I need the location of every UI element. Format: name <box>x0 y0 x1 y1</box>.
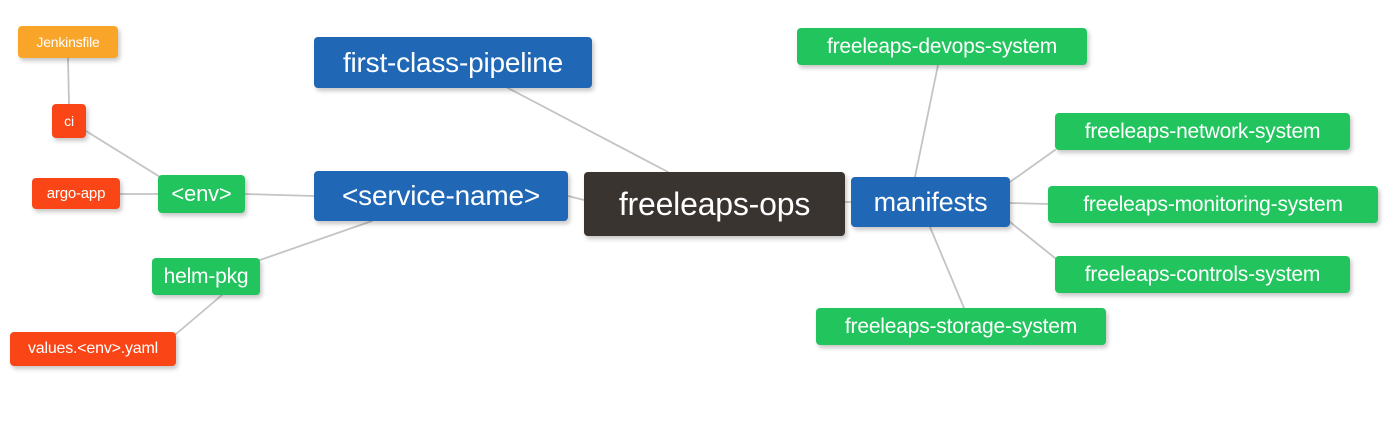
mindmap-node-monitoring[interactable]: freeleaps-monitoring-system <box>1048 186 1378 223</box>
edge-pipeline-to-root <box>507 87 669 173</box>
mindmap-node-devops[interactable]: freeleaps-devops-system <box>797 28 1087 65</box>
mindmap-node-network[interactable]: freeleaps-network-system <box>1055 113 1350 150</box>
mindmap-node-jenkinsfile[interactable]: Jenkinsfile <box>18 26 118 58</box>
edge-values-yaml-to-helm-pkg <box>175 294 223 335</box>
edge-env-to-service-name <box>244 193 315 197</box>
mindmap-node-controls[interactable]: freeleaps-controls-system <box>1055 256 1350 293</box>
edge-jenkinsfile-to-ci <box>67 57 70 105</box>
edge-controls-to-manifests <box>1009 221 1056 259</box>
mindmap-node-values-yaml[interactable]: values.<env>.yaml <box>10 332 176 366</box>
mindmap-node-root[interactable]: freeleaps-ops <box>584 172 845 236</box>
edge-storage-to-manifests <box>929 226 965 309</box>
mindmap-node-manifests[interactable]: manifests <box>851 177 1010 227</box>
edge-monitoring-to-manifests <box>1009 202 1049 205</box>
mindmap-node-pipeline[interactable]: first-class-pipeline <box>314 37 592 88</box>
edge-ci-to-env <box>85 130 161 178</box>
mindmap-node-argo-app[interactable]: argo-app <box>32 178 120 209</box>
mindmap-node-storage[interactable]: freeleaps-storage-system <box>816 308 1106 345</box>
mindmap-node-ci[interactable]: ci <box>52 104 86 138</box>
edge-devops-to-manifests <box>914 64 939 178</box>
edge-helm-pkg-to-service-name <box>259 220 373 261</box>
mindmap-node-service-name[interactable]: <service-name> <box>314 171 568 221</box>
edge-service-name-to-root <box>567 195 585 201</box>
mindmap-node-env[interactable]: <env> <box>158 175 245 213</box>
mindmap-node-helm-pkg[interactable]: helm-pkg <box>152 258 260 295</box>
edge-network-to-manifests <box>1009 149 1056 183</box>
